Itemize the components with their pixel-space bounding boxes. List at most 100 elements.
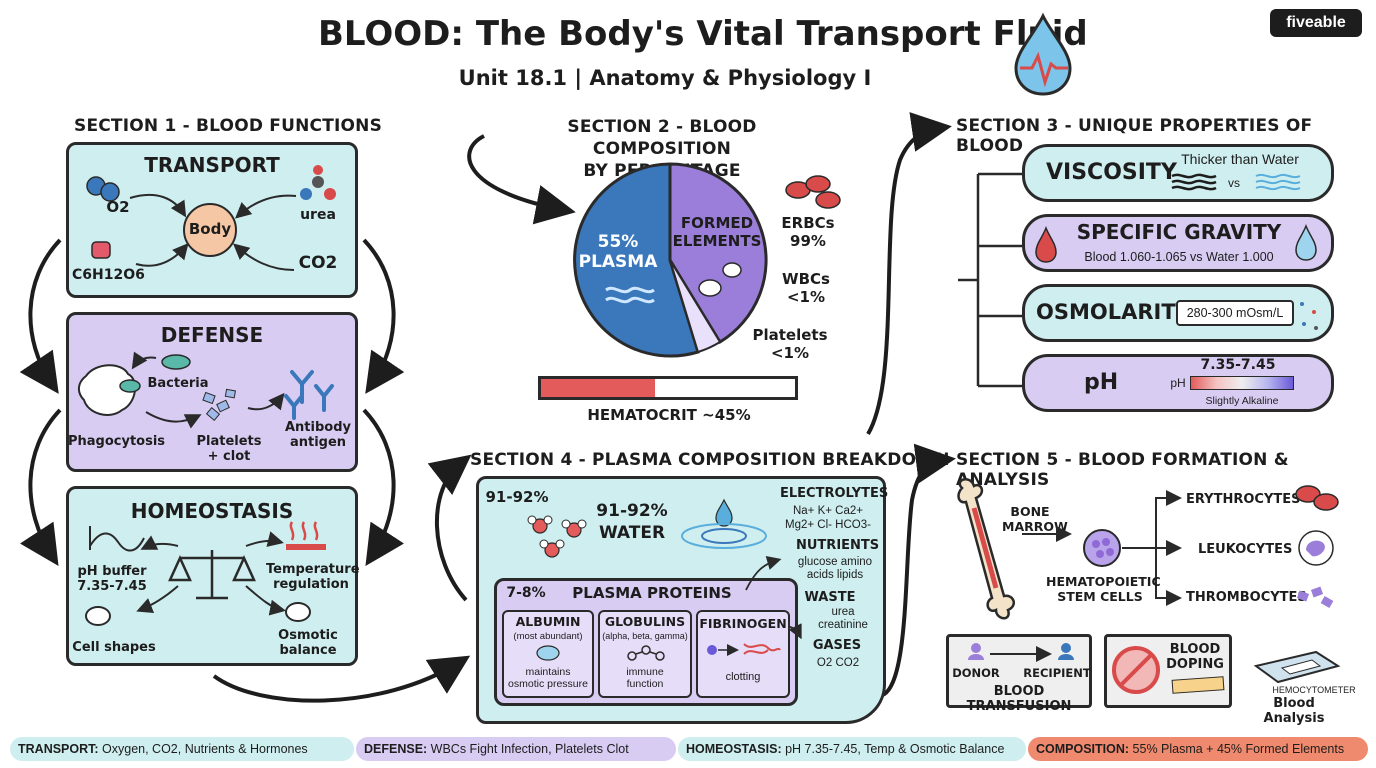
blood-analysis-label: Blood Analysis bbox=[1263, 696, 1325, 726]
erbc-label: ERBCs 99% bbox=[781, 214, 835, 250]
waste-title: WASTE bbox=[804, 590, 856, 605]
platelets-pct-label: Platelets <1% bbox=[752, 326, 828, 362]
albumin-icon bbox=[536, 645, 560, 661]
donor-label: DONOR bbox=[952, 666, 1000, 680]
homeostasis-box: HOMEOSTASIS bbox=[66, 486, 358, 666]
electrolytes-ions: Na+ K+ Ca2+ Mg2+ Cl- HCO3- bbox=[785, 505, 871, 531]
defense-diagram bbox=[78, 351, 334, 429]
platelets-icon bbox=[202, 388, 237, 421]
legend-transport: TRANSPORT: Oxygen, CO2, Nutrients & Horm… bbox=[10, 737, 354, 761]
no-doping-icon bbox=[1112, 646, 1160, 694]
bacteria-icon bbox=[161, 354, 191, 370]
fibrinogen-icon bbox=[707, 643, 781, 656]
ph-scale-label: pH bbox=[1170, 376, 1186, 390]
globulins-title: GLOBULINS bbox=[604, 614, 686, 629]
legend-defense-text: WBCs Fight Infection, Platelets Clot bbox=[427, 742, 629, 756]
bone-marrow-label: BONE MARROW bbox=[1002, 504, 1068, 534]
glucose-label: C6H12O6 bbox=[72, 267, 145, 283]
recipient-label: RECIPIENT bbox=[1023, 666, 1091, 680]
phagocytosis-label: Phagocytosis bbox=[68, 434, 166, 449]
albumin-title: ALBUMIN bbox=[515, 614, 581, 629]
viscosity-desc: Thicker than Water bbox=[1181, 151, 1299, 167]
section3-heading: SECTION 3 - UNIQUE PROPERTIES OF BLOOD bbox=[956, 116, 1313, 156]
hematocrit-bar bbox=[538, 376, 798, 400]
leukocytes-label: LEUKOCYTES bbox=[1198, 542, 1293, 557]
homeostasis-title: HOMEOSTASIS bbox=[130, 499, 294, 523]
rbc-icon bbox=[785, 175, 841, 209]
water-molecules-icon bbox=[527, 515, 587, 558]
cell-shapes-icon bbox=[85, 606, 111, 626]
doping-label: BLOOD DOPING bbox=[1166, 642, 1224, 672]
ph-title: pH bbox=[1084, 370, 1119, 395]
thermometer-heat-icon bbox=[289, 521, 319, 541]
legend-transport-text: Oxygen, CO2, Nutrients & Hormones bbox=[98, 742, 308, 756]
co2-label: CO2 bbox=[298, 253, 338, 273]
section1-heading: SECTION 1 - BLOOD FUNCTIONS bbox=[74, 116, 383, 136]
leukocytes-icon bbox=[1298, 530, 1334, 566]
nutrients-items: glucose amino acids lipids bbox=[797, 556, 873, 581]
legend-transport-key: TRANSPORT: bbox=[18, 742, 99, 756]
plasma-slice-label: 55% PLASMA bbox=[578, 232, 658, 272]
body-label: Body bbox=[188, 220, 232, 238]
viscosity-waves-icon bbox=[1171, 173, 1301, 191]
legend-homeostasis-text: pH 7.35-7.45, Temp & Osmotic Balance bbox=[781, 742, 1005, 756]
gases-title: GASES bbox=[812, 638, 862, 653]
formed-slice-label: FORMED ELEMENTS bbox=[672, 214, 762, 250]
page-title: BLOOD: The Body's Vital Transport Fluid bbox=[318, 14, 1088, 54]
nutrients-title: NUTRIENTS bbox=[796, 538, 880, 553]
composition-pie-chart bbox=[573, 162, 768, 358]
ph-wave-icon bbox=[89, 526, 145, 552]
legend-defense-key: DEFENSE: bbox=[364, 742, 428, 756]
page-subtitle: Unit 18.1 | Anatomy & Physiology I bbox=[458, 66, 872, 90]
viscosity-title: VISCOSITY bbox=[1046, 160, 1177, 185]
o2-label: O2 bbox=[106, 198, 130, 216]
bone-icon bbox=[957, 478, 1016, 620]
legend-composition: COMPOSITION: 55% Plasma + 45% Formed Ele… bbox=[1028, 737, 1368, 761]
legend-homeostasis: HOMEOSTASIS: pH 7.35-7.45, Temp & Osmoti… bbox=[678, 737, 1026, 761]
proteins-title: PLASMA PROTEINS bbox=[572, 584, 732, 602]
erythrocytes-label: ERYTHROCYTES bbox=[1186, 492, 1301, 507]
antibody-icon bbox=[284, 370, 334, 420]
viscosity-pill bbox=[1022, 144, 1334, 202]
thrombocytes-icon bbox=[1296, 586, 1334, 608]
ph-range: 7.35-7.45 bbox=[1200, 357, 1276, 373]
osmolarity-value: 280-300 mOsm/L bbox=[1186, 306, 1284, 320]
stem-cells-label: HEMATOPOIETIC STEM CELLS bbox=[1046, 574, 1161, 604]
albumin-desc: maintains osmotic pressure bbox=[508, 666, 588, 690]
glucose-icon bbox=[91, 241, 111, 259]
section4-heading: SECTION 4 - PLASMA COMPOSITION BREAKDOWN bbox=[470, 450, 950, 470]
fibrinogen-title: FIBRINOGEN bbox=[699, 616, 787, 631]
water-droplet-icon bbox=[1295, 223, 1317, 261]
section3-bracket bbox=[958, 172, 1022, 388]
legend-homeostasis-key: HOMEOSTASIS: bbox=[686, 742, 782, 756]
body-circle bbox=[183, 203, 237, 257]
electrolytes-title: ELECTROLYTES bbox=[780, 486, 889, 501]
osmolarity-value-box: 280-300 mOsm/L bbox=[1176, 300, 1294, 326]
urea-molecule-icon bbox=[312, 176, 324, 188]
pie-slice-platelets bbox=[669, 259, 722, 354]
specific-gravity-pill bbox=[1022, 214, 1334, 272]
legend-composition-text: 55% Plasma + 45% Formed Elements bbox=[1129, 742, 1345, 756]
legend-composition-key: COMPOSITION: bbox=[1036, 742, 1130, 756]
water-ripple-icon bbox=[681, 498, 767, 549]
transfusion-label: BLOOD TRANSFUSION bbox=[966, 684, 1072, 714]
phagocyte-icon bbox=[78, 364, 137, 416]
waste-items: urea creatinine bbox=[818, 606, 868, 631]
ph-note: Slightly Alkaline bbox=[1205, 395, 1279, 407]
brand-logo: fiveable bbox=[1270, 9, 1362, 37]
stem-cell-icon bbox=[1083, 529, 1121, 567]
solute-dots-icon bbox=[1300, 302, 1318, 330]
hemocytometer-label: HEMOCYTOMETER bbox=[1272, 685, 1356, 695]
osmotic-icon bbox=[285, 602, 311, 622]
balance-scale-icon bbox=[168, 550, 256, 600]
blood-droplet-icon bbox=[1035, 225, 1057, 263]
wave-icon bbox=[605, 286, 655, 304]
wbc-label: WBCs <1% bbox=[782, 270, 830, 306]
bacteria-label: Bacteria bbox=[147, 376, 209, 391]
blood-drop-icon bbox=[1014, 12, 1072, 96]
defense-title: DEFENSE bbox=[160, 323, 264, 347]
cell-shapes-label: Cell shapes bbox=[72, 640, 156, 655]
water-percent: 91-92% bbox=[485, 488, 549, 506]
hemocytometer-icon bbox=[1253, 650, 1341, 684]
